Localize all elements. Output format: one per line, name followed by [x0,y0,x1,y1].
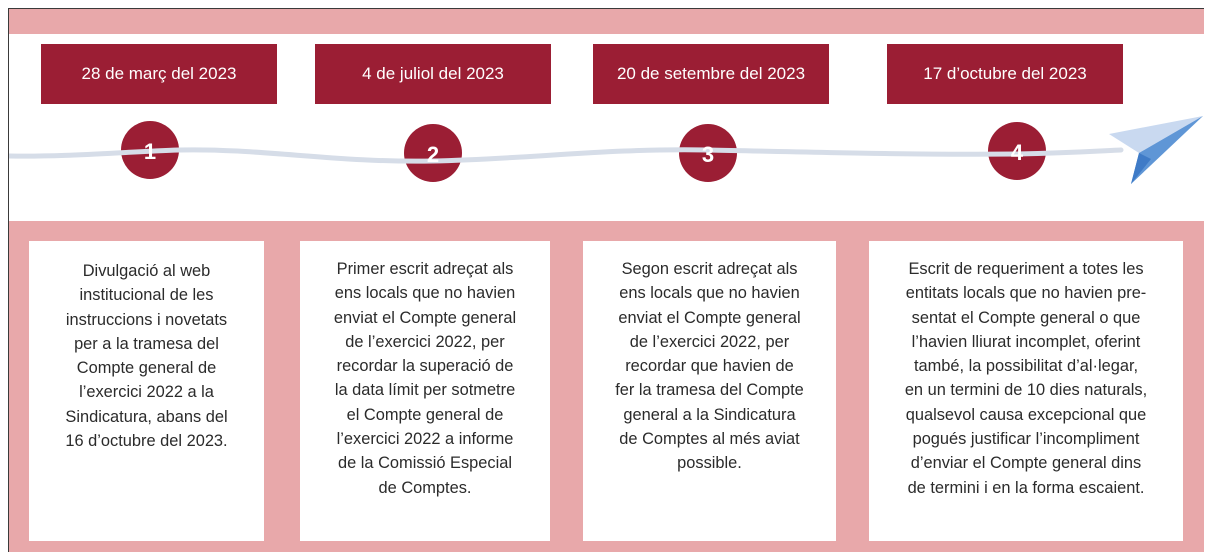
step-circle-3 [679,124,737,182]
card-text-line: l’havien lliurat incomplet, oferint [911,332,1141,351]
card-text-line: 16 d’octubre del 2023. [65,432,228,451]
paper-plane-icon [1109,116,1203,184]
card-text-line: l’exercici 2022 a informe [336,430,514,449]
card-text-line: de termini i en la forma escaient. [907,478,1145,497]
card-text-line: l’exercici 2022 a la [79,383,214,402]
step-number-3: 3 [702,142,714,167]
card-text-line: de l’exercici 2022, per [345,332,505,351]
card-text-line: recordar la superació de [336,357,514,376]
card-text-line: instruccions i novetats [65,310,228,329]
timeline-graphic: 1 2 3 4 [9,116,1203,184]
step-number-2: 2 [427,142,439,167]
card-text-line: Divulgació al web [82,262,211,280]
card-text-line: de Comptes al més aviat [619,430,800,449]
card-text-line: el Compte general de [346,405,504,424]
card-text-line: per a la tramesa del [74,334,219,353]
card-text-line: pogués justificar l’incompliment [912,430,1140,449]
card-text-line: també, la possibilitat d’al·legar, [913,357,1139,376]
card-text-line: possible. [677,454,742,473]
card-text-line: la data límit per sotmetre [334,381,516,400]
date-box-1: 28 de març del 2023 [41,44,277,104]
step-card-3: Segon escrit adreçat als ens locals que n… [583,241,836,541]
timeline-frame: 28 de març del 2023 4 de juliol del 2023… [8,8,1204,552]
card-text-line: Segon escrit adreçat als [621,260,798,278]
card-text-line: sentat el Compte general o que [911,308,1141,327]
card-text-line: enviat el Compte general [333,308,517,327]
top-band [9,9,1204,34]
step-circle-2 [404,124,462,182]
card-text-line: enviat el Compte general [618,308,801,327]
step-circle-4 [988,122,1046,180]
card-text-line: Sindicatura, abans del [65,407,228,426]
card-text-line: qualsevol causa excepcional que [905,405,1147,424]
card-text-line: Escrit de requeriment a totes les [908,260,1144,278]
card-text-line: d’enviar el Compte general dins [910,454,1142,473]
card-text-line: en un termini de 10 dies naturals, [904,381,1148,400]
step-card-1: Divulgació al web institucional de les ins… [29,241,264,541]
card-text-line: de Comptes. [378,478,472,497]
card-text-line: institucional de les [79,286,214,305]
card-text-line: general a la Sindicatura [623,405,796,424]
card-text-line: recordar que havien de [625,357,794,376]
step-card-2: Primer escrit adreçat als ens locals que … [300,241,550,541]
card-text-line: ens locals que no havien [619,284,800,303]
date-box-3: 20 de setembre del 2023 [593,44,829,104]
card-text-line: de l’exercici 2022, per [629,332,790,351]
card-text-line: fer la tramesa del Compte [615,381,804,400]
card-text-line: entitats locals que no havien pre- [905,284,1147,303]
timeline-line [9,147,1124,164]
card-text-line: de la Comissió Especial [338,454,512,473]
step-number-4: 4 [1011,140,1024,165]
date-box-4: 17 d’octubre del 2023 [887,44,1123,104]
card-text-line: ens locals que no havien [334,284,516,303]
step-card-4: Escrit de requeriment a totes les entitat… [869,241,1183,541]
step-number-1: 1 [144,139,156,164]
card-text-line: Compte general de [76,359,217,378]
date-box-2: 4 de juliol del 2023 [315,44,551,104]
card-text-line: Primer escrit adreçat als [336,260,514,278]
